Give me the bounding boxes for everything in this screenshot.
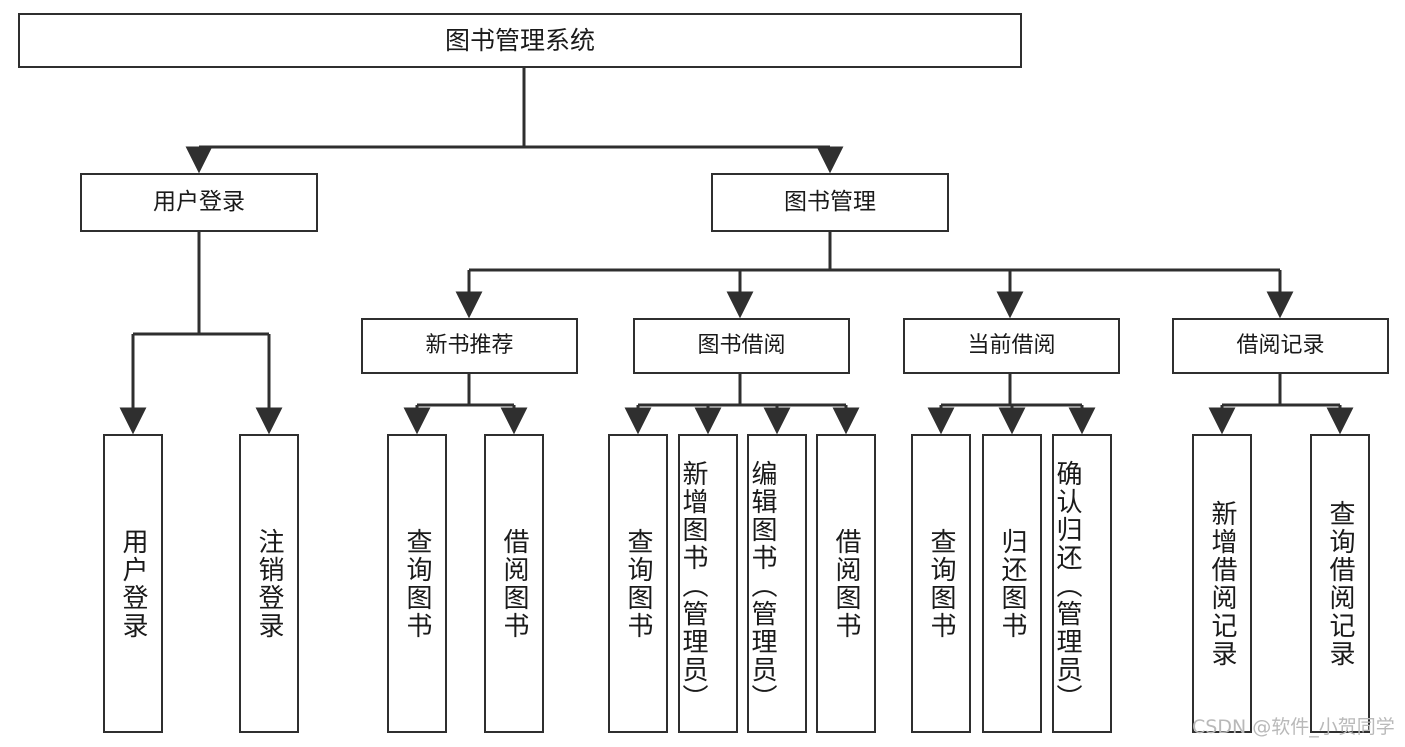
node-book-borrow[interactable]: 图书借阅 bbox=[633, 318, 850, 374]
node-root-label: 图书管理系统 bbox=[444, 25, 595, 55]
node-leaf-query-book-3-label: 查询图书 bbox=[926, 527, 956, 640]
node-new-book-recommend[interactable]: 新书推荐 bbox=[361, 318, 578, 374]
node-leaf-query-book-3[interactable]: 查询图书 bbox=[911, 434, 971, 733]
node-leaf-add-borrow-record[interactable]: 新增借阅记录 bbox=[1192, 434, 1252, 733]
node-leaf-logout[interactable]: 注销登录 bbox=[239, 434, 299, 733]
node-leaf-query-borrow-record[interactable]: 查询借阅记录 bbox=[1310, 434, 1370, 733]
node-leaf-user-login-label: 用户登录 bbox=[118, 527, 148, 640]
node-book-manage-label: 图书管理 bbox=[784, 188, 876, 215]
node-leaf-add-book-admin[interactable]: 新增图书（管理员） bbox=[678, 434, 738, 733]
node-user-login-label: 用户登录 bbox=[153, 188, 245, 215]
node-book-manage[interactable]: 图书管理 bbox=[711, 173, 949, 232]
node-book-borrow-label: 图书借阅 bbox=[697, 333, 786, 359]
node-leaf-add-borrow-record-label: 新增借阅记录 bbox=[1207, 499, 1237, 668]
node-leaf-edit-book-admin-label: 编辑图书（管理员） bbox=[747, 459, 777, 712]
node-leaf-query-borrow-record-label: 查询借阅记录 bbox=[1325, 499, 1355, 668]
node-user-login[interactable]: 用户登录 bbox=[80, 173, 318, 232]
node-leaf-confirm-return-label: 确认归还（管理员） bbox=[1052, 459, 1082, 712]
node-leaf-confirm-return[interactable]: 确认归还（管理员） bbox=[1052, 434, 1112, 733]
node-leaf-user-login[interactable]: 用户登录 bbox=[103, 434, 163, 733]
node-current-borrow-label: 当前借阅 bbox=[967, 333, 1056, 359]
node-leaf-return-book-label: 归还图书 bbox=[997, 527, 1027, 640]
node-leaf-query-book-2-label: 查询图书 bbox=[623, 527, 653, 640]
node-leaf-borrow-book-1[interactable]: 借阅图书 bbox=[484, 434, 544, 733]
node-leaf-edit-book-admin[interactable]: 编辑图书（管理员） bbox=[747, 434, 807, 733]
node-leaf-query-book-1[interactable]: 查询图书 bbox=[387, 434, 447, 733]
node-leaf-borrow-book-2[interactable]: 借阅图书 bbox=[816, 434, 876, 733]
node-leaf-add-book-admin-label: 新增图书（管理员） bbox=[678, 459, 708, 712]
node-leaf-borrow-book-1-label: 借阅图书 bbox=[499, 527, 529, 640]
node-new-book-recommend-label: 新书推荐 bbox=[425, 333, 514, 359]
node-leaf-logout-label: 注销登录 bbox=[254, 527, 284, 640]
node-borrow-record-label: 借阅记录 bbox=[1236, 333, 1325, 359]
node-borrow-record[interactable]: 借阅记录 bbox=[1172, 318, 1389, 374]
node-root[interactable]: 图书管理系统 bbox=[18, 13, 1022, 68]
node-current-borrow[interactable]: 当前借阅 bbox=[903, 318, 1120, 374]
node-leaf-query-book-1-label: 查询图书 bbox=[402, 527, 432, 640]
node-leaf-borrow-book-2-label: 借阅图书 bbox=[831, 527, 861, 640]
node-leaf-return-book[interactable]: 归还图书 bbox=[982, 434, 1042, 733]
node-leaf-query-book-2[interactable]: 查询图书 bbox=[608, 434, 668, 733]
